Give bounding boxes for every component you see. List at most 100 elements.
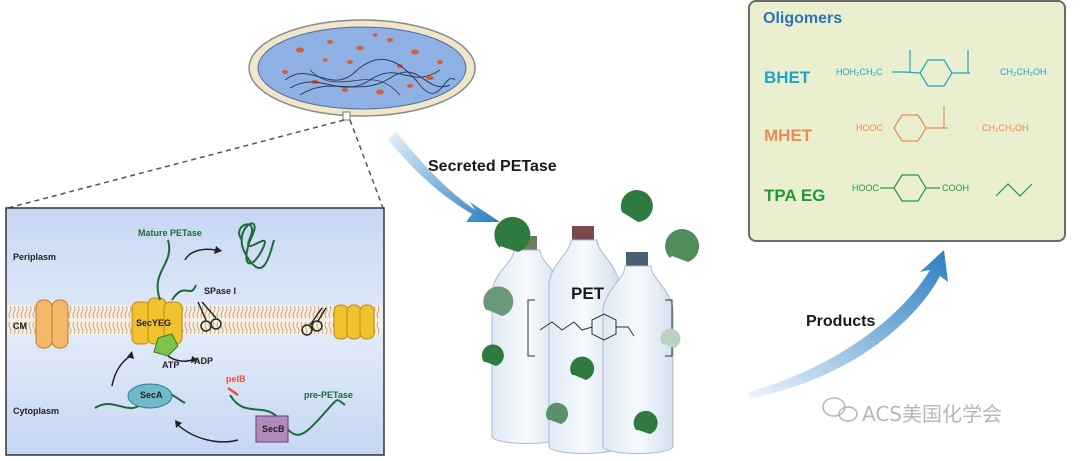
lipid-tail bbox=[220, 305, 224, 319]
lipid-tail bbox=[72, 321, 76, 335]
lipid-tail bbox=[100, 305, 104, 319]
lipid-tail bbox=[268, 321, 272, 335]
spase-label: SPase I bbox=[204, 286, 237, 296]
lipid-tail bbox=[12, 305, 16, 319]
lipid-tail bbox=[80, 321, 84, 335]
mature-petase-coil bbox=[238, 222, 275, 270]
lipid-tail bbox=[228, 321, 232, 335]
lipid-tail bbox=[316, 305, 320, 319]
lipid-tail bbox=[288, 305, 292, 319]
mature-petase-label: Mature PETase bbox=[138, 228, 202, 238]
scissors-icon-right bbox=[301, 307, 327, 336]
lipid-tail bbox=[96, 305, 100, 319]
lipid-tail bbox=[120, 321, 124, 335]
lipid-tail bbox=[232, 305, 236, 319]
cytoplasm-label: Cytoplasm bbox=[13, 406, 60, 416]
tpa-structure bbox=[880, 174, 1033, 202]
lipid-tail bbox=[124, 305, 128, 319]
lipid-tail bbox=[24, 305, 28, 319]
lipid-tail bbox=[184, 305, 188, 319]
lipid-tail bbox=[76, 321, 80, 335]
lipid-tail bbox=[224, 305, 228, 319]
lipid-tail bbox=[24, 321, 28, 335]
oligomers-panel bbox=[748, 0, 1066, 242]
products-label: Products bbox=[806, 313, 876, 330]
lipid-tail bbox=[112, 305, 116, 319]
lipid-tail bbox=[260, 321, 264, 335]
lipid-tail bbox=[80, 305, 84, 319]
pet-structure bbox=[527, 299, 673, 357]
membrane-channel-left bbox=[35, 299, 69, 349]
lipid-tail bbox=[104, 321, 108, 335]
lipid-tail bbox=[316, 321, 320, 335]
wechat-icon bbox=[822, 397, 858, 422]
atp-label: ATP bbox=[162, 360, 180, 370]
pelb-label: pelB bbox=[226, 374, 246, 384]
mhet-label: MHET bbox=[764, 126, 813, 145]
lipid-tail bbox=[284, 321, 288, 335]
mhet-right-group: CH₂CH₂OH bbox=[982, 123, 1029, 133]
lipid-tail bbox=[88, 305, 92, 319]
lipid-tail bbox=[276, 321, 280, 335]
lipid-tail bbox=[184, 321, 188, 335]
lipid-tail bbox=[300, 305, 304, 319]
pre-petase-label: pre-PETase bbox=[304, 390, 353, 400]
lipid-tail bbox=[196, 305, 200, 319]
lipid-tail bbox=[116, 305, 120, 319]
lipid-tail bbox=[256, 321, 260, 335]
watermark: ACS美国化学会 bbox=[862, 402, 1002, 426]
lipid-tail bbox=[236, 321, 240, 335]
mhet-structure bbox=[893, 106, 948, 142]
products-arrow bbox=[748, 250, 948, 398]
seca-label: SecA bbox=[140, 390, 163, 400]
lipid-tail bbox=[296, 305, 300, 319]
bhet-right-group: CH₂CH₂OH bbox=[1000, 67, 1047, 77]
lipid-tail bbox=[92, 321, 96, 335]
mhet-left-group: HOOC bbox=[856, 123, 883, 133]
lipid-tail bbox=[292, 305, 296, 319]
lipid-tail bbox=[84, 305, 88, 319]
secreted-arrow bbox=[388, 132, 500, 222]
oligomers-title: Oligomers bbox=[763, 10, 843, 27]
zoom-lines bbox=[7, 119, 384, 209]
lipid-tail bbox=[276, 305, 280, 319]
lipid-tail bbox=[228, 305, 232, 319]
bottle-right bbox=[602, 252, 674, 454]
lipid-tail bbox=[280, 305, 284, 319]
lipid-tail bbox=[68, 321, 72, 335]
lipid-tail bbox=[188, 321, 192, 335]
tpa-left-group: HOOC bbox=[852, 183, 879, 193]
lipid-tail bbox=[240, 321, 244, 335]
lipid-tail bbox=[304, 305, 308, 319]
lipid-tail bbox=[128, 321, 132, 335]
secb-protein bbox=[255, 415, 289, 443]
lipid-tail bbox=[8, 305, 12, 319]
lipid-tail bbox=[328, 305, 332, 319]
lipid-tail bbox=[204, 321, 208, 335]
lipid-tail bbox=[292, 321, 296, 335]
lipid-tail bbox=[264, 321, 268, 335]
lipid-tail bbox=[192, 305, 196, 319]
lipid-tail bbox=[100, 321, 104, 335]
lipid-tail bbox=[120, 305, 124, 319]
bhet-label: BHET bbox=[764, 68, 811, 87]
lipid-tail bbox=[324, 305, 328, 319]
lipid-tail bbox=[264, 305, 268, 319]
lipid-tail bbox=[240, 305, 244, 319]
lipid-tail bbox=[128, 305, 132, 319]
lipid-tail bbox=[108, 305, 112, 319]
lipid-tail bbox=[192, 321, 196, 335]
lipid-tail bbox=[256, 305, 260, 319]
lipid-tail bbox=[68, 305, 72, 319]
lipid-tail bbox=[28, 305, 32, 319]
cm-label: CM bbox=[13, 321, 27, 331]
lipid-tail bbox=[20, 305, 24, 319]
lipid-tail bbox=[268, 305, 272, 319]
membrane-protein-right bbox=[333, 304, 375, 340]
lipid-tail bbox=[84, 321, 88, 335]
lipid-tail bbox=[248, 321, 252, 335]
lipid-tail bbox=[212, 305, 216, 319]
bhet-left-group: HOH₂CH₂C bbox=[836, 67, 883, 77]
lipid-tail bbox=[308, 305, 312, 319]
